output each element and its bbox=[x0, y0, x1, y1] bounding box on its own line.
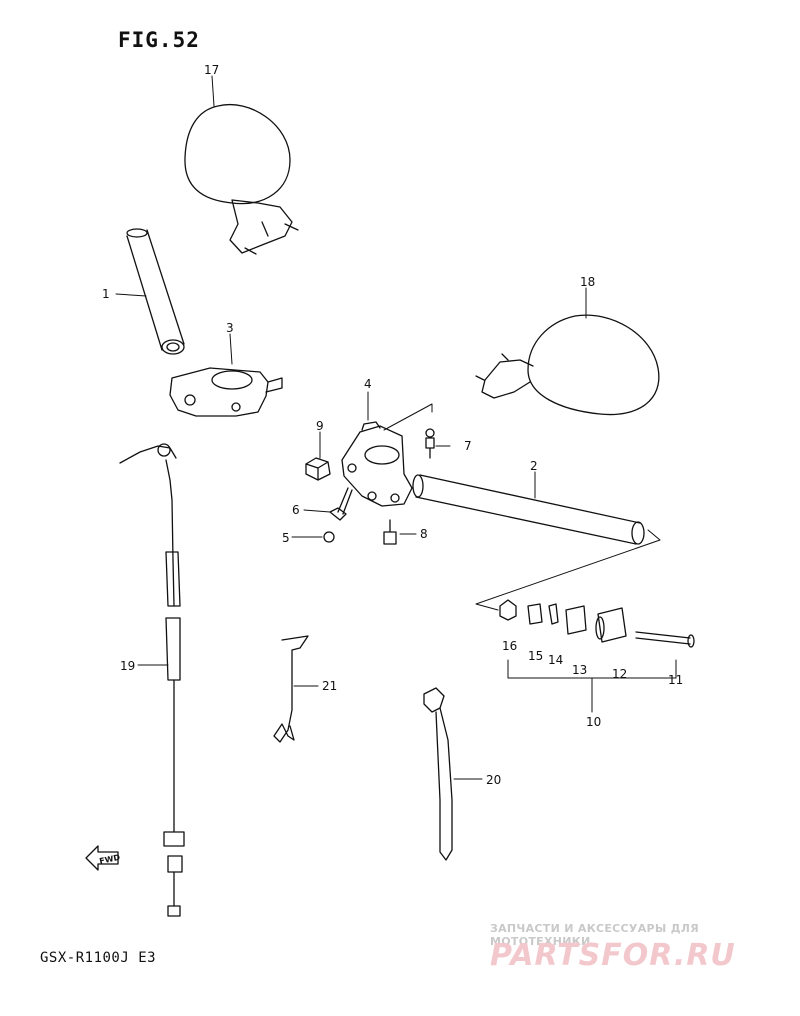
label-6: 6 bbox=[292, 503, 300, 517]
right-mirror bbox=[475, 314, 660, 416]
label-19: 19 bbox=[120, 659, 135, 673]
label-16: 16 bbox=[502, 639, 517, 653]
leader-lines bbox=[115, 75, 677, 780]
right-handlebar bbox=[412, 474, 645, 545]
right-handlebar-holder bbox=[341, 421, 413, 507]
label-3: 3 bbox=[226, 321, 234, 335]
figure-title: FIG.52 bbox=[118, 28, 200, 52]
label-1: 1 bbox=[102, 287, 110, 301]
label-11: 11 bbox=[668, 673, 683, 687]
bolt-7 bbox=[425, 428, 435, 459]
label-9: 9 bbox=[316, 419, 324, 433]
model-code: GSX-R1100J E3 bbox=[40, 950, 157, 966]
label-8: 8 bbox=[420, 527, 428, 541]
left-mirror bbox=[184, 104, 299, 255]
label-12: 12 bbox=[612, 667, 627, 681]
fwd-label: FWD bbox=[99, 853, 122, 866]
bolt-6 bbox=[329, 487, 353, 521]
label-2: 2 bbox=[530, 459, 538, 473]
watermark-logo: PARTSFOR.RU bbox=[490, 938, 736, 973]
cap-9 bbox=[305, 457, 331, 481]
label-13: 13 bbox=[572, 663, 587, 677]
label-17: 17 bbox=[204, 63, 219, 77]
label-20: 20 bbox=[486, 773, 501, 787]
watermark-text: ЗАПЧАСТИ И АКСЕССУАРЫ ДЛЯ МОТОТЕХНИКИ bbox=[490, 922, 700, 948]
label-5: 5 bbox=[282, 531, 290, 545]
label-18: 18 bbox=[580, 275, 595, 289]
label-15: 15 bbox=[528, 649, 543, 663]
spacer-set bbox=[499, 599, 695, 648]
label-10: 10 bbox=[586, 715, 601, 729]
bolt-8 bbox=[383, 519, 397, 545]
cap-5 bbox=[323, 531, 335, 543]
label-4: 4 bbox=[364, 377, 372, 391]
fwd-arrow-icon bbox=[85, 845, 119, 871]
label-21: 21 bbox=[322, 679, 337, 693]
part-labels: 17 1 3 18 4 9 7 2 6 5 8 16 15 14 13 12 1… bbox=[99, 63, 684, 866]
cable-tie bbox=[423, 687, 453, 861]
cable-clamp bbox=[273, 635, 309, 743]
left-handlebar bbox=[126, 228, 185, 355]
label-7: 7 bbox=[464, 439, 472, 453]
label-14: 14 bbox=[548, 653, 563, 667]
throttle-cable bbox=[119, 443, 185, 917]
left-handlebar-holder bbox=[169, 367, 283, 417]
